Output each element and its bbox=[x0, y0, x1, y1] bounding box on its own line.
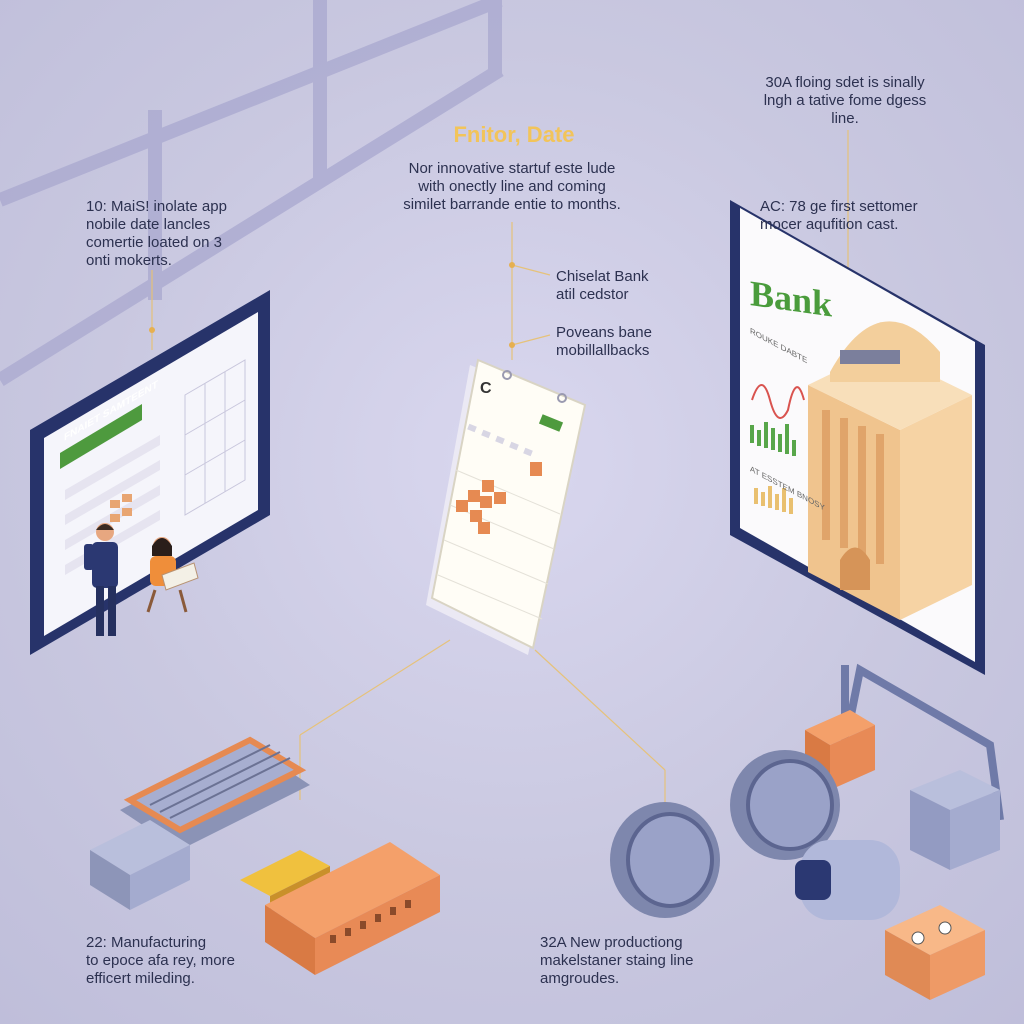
factory-right bbox=[610, 663, 1004, 1000]
note-top-right: 30A floing sdet is sinally lngh a tative… bbox=[763, 74, 927, 127]
connector-dots bbox=[149, 262, 515, 348]
note-mid-2: Poveans bane mobillallbacks bbox=[556, 324, 652, 359]
note-bottom-right: 32A New productiong makelstaner staing l… bbox=[540, 934, 694, 987]
note-mid-1: Chiselat Bank atil cedstor bbox=[556, 268, 649, 303]
header-title: Fnitor, Date bbox=[453, 122, 575, 147]
header-intro: Nor innovative startuf este lude with on… bbox=[403, 160, 621, 213]
person-man bbox=[84, 523, 118, 636]
calendar-device bbox=[426, 358, 587, 655]
calendar-c-icon: C bbox=[480, 380, 492, 397]
note-bottom-left: 22: Manufacturing to epoce afa rey, more… bbox=[86, 934, 235, 987]
bank-building bbox=[808, 321, 972, 620]
factory-left bbox=[90, 736, 440, 975]
note-right-mid: AC: 78 ge first settomer mocer aqufition… bbox=[760, 198, 918, 233]
person-woman bbox=[146, 537, 199, 613]
window-frame bbox=[0, 0, 504, 386]
note-top-left: 10: MaiS! inolate app nobile date lancle… bbox=[86, 198, 227, 269]
